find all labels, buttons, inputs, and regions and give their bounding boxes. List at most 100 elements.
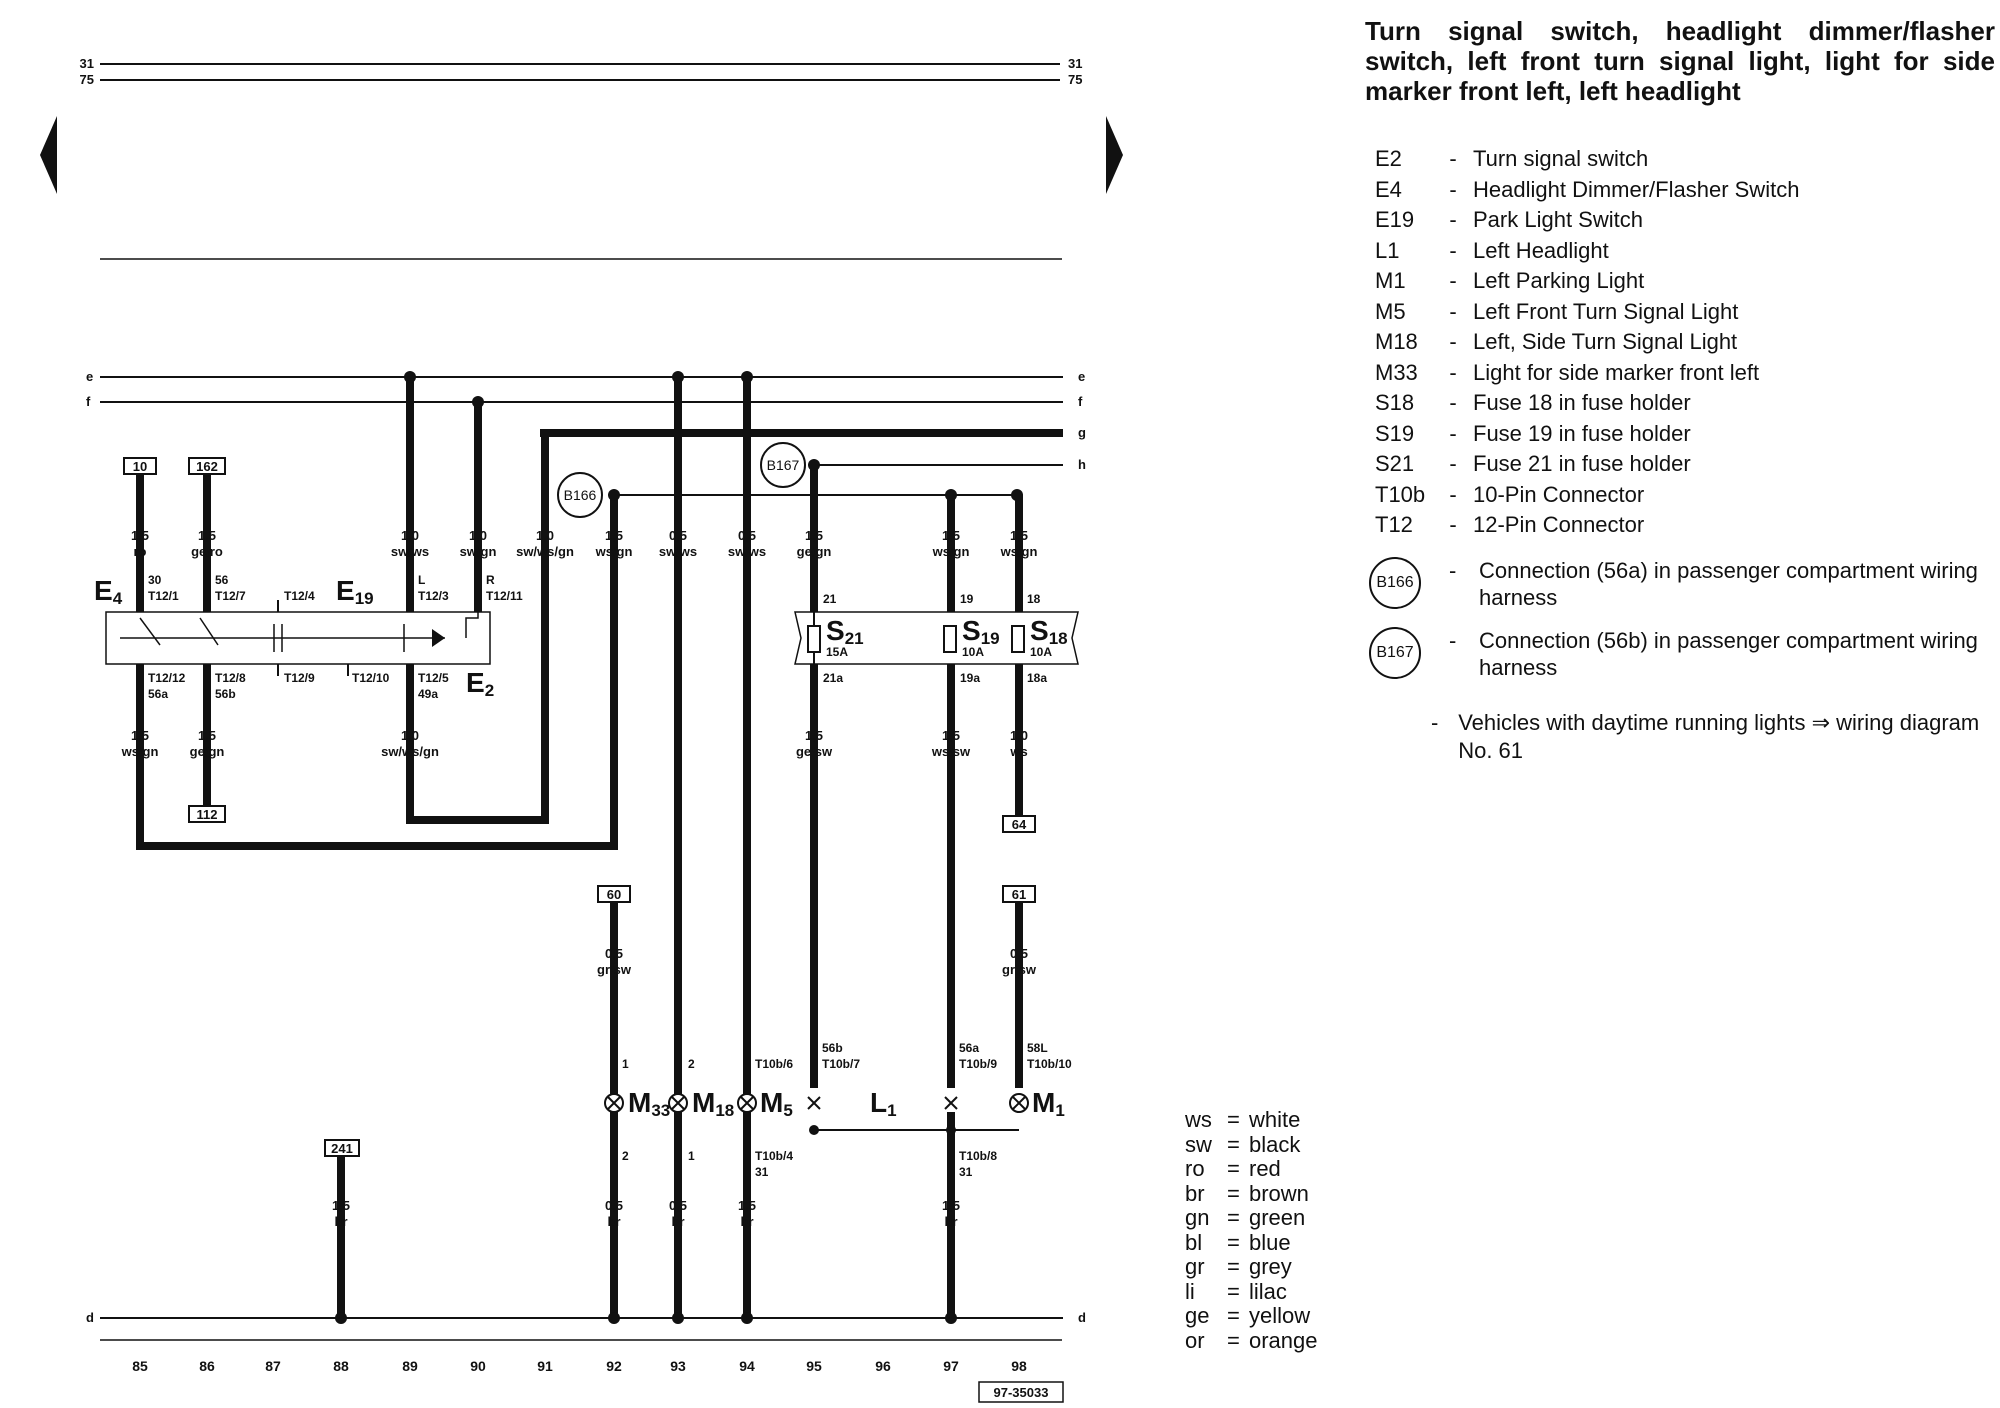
column-numbers: 85 86 87 88 89 90 91 92 93 94 95 96 97 9… [100, 1339, 1062, 1374]
svg-text:T12/4: T12/4 [284, 589, 315, 603]
svg-text:ws/gn: ws/gn [121, 744, 159, 759]
svg-text:31: 31 [755, 1165, 769, 1179]
legend-dash: - [1449, 390, 1457, 415]
svg-text:86: 86 [199, 1358, 215, 1374]
bus-g-label: g [1078, 425, 1086, 440]
svg-text:1,0: 1,0 [536, 528, 554, 543]
svg-text:gr/sw: gr/sw [597, 962, 632, 977]
svg-text:93: 93 [670, 1358, 686, 1374]
legend-row-s21: S21-Fuse 21 in fuse holder [1375, 449, 1995, 480]
ref-64: 64 [1012, 817, 1027, 832]
svg-text:31: 31 [959, 1165, 973, 1179]
svg-text:T12/9: T12/9 [284, 671, 315, 685]
connection-row-b166: B166-Connection (56a) in passenger compa… [1369, 556, 1995, 611]
color-equals: = [1227, 1254, 1240, 1279]
connection-b167: B167 [760, 442, 806, 488]
svg-text:30: 30 [148, 573, 162, 587]
connection-b166: B166 [557, 472, 603, 518]
bus-75-label-left: 75 [80, 72, 94, 87]
color-abbr: li [1185, 1278, 1195, 1304]
svg-text:1,5: 1,5 [198, 528, 216, 543]
label-e19: E19 [336, 575, 374, 608]
legend-desc: Left, Side Turn Signal Light [1473, 329, 1738, 354]
svg-text:L: L [418, 573, 425, 587]
previous-page-arrow[interactable] [40, 116, 57, 194]
bus-75-label-right: 75 [1068, 72, 1082, 87]
bus-31-label-left: 31 [80, 56, 94, 71]
svg-text:1,5: 1,5 [131, 528, 149, 543]
legend-row-m1: M1 -Left Parking Light [1375, 266, 1995, 297]
note-text: Vehicles with daytime running lights ⇒ w… [1458, 709, 1980, 763]
svg-text:sw/ws: sw/ws [659, 544, 697, 559]
ref-112: 112 [197, 807, 218, 822]
svg-text:br: br [945, 1214, 958, 1229]
svg-text:21a: 21a [823, 671, 843, 685]
svg-text:56b: 56b [822, 1041, 843, 1055]
label-m1: M1 [1032, 1087, 1065, 1120]
svg-text:T12/10: T12/10 [352, 671, 390, 685]
color-name: lilac [1249, 1278, 1287, 1304]
legend-row-s19: S19-Fuse 19 in fuse holder [1375, 419, 1995, 450]
junction-dots [335, 371, 1023, 1324]
legend-desc: Fuse 18 in fuse holder [1473, 390, 1691, 415]
svg-text:T12/3: T12/3 [418, 589, 449, 603]
legend-dash: - [1449, 329, 1457, 354]
svg-text:sw/ws: sw/ws [391, 544, 429, 559]
svg-text:T12/7: T12/7 [215, 589, 246, 603]
legend-desc: Fuse 21 in fuse holder [1473, 451, 1691, 476]
next-page-arrow[interactable] [1106, 116, 1123, 194]
legend-code: M1 [1375, 268, 1406, 293]
legend-dash: - [1449, 481, 1457, 507]
legend-row-s18: S18 -Fuse 18 in fuse holder [1375, 388, 1995, 419]
color-equals: = [1227, 1303, 1240, 1328]
legend-dash: - [1449, 451, 1457, 476]
bus-e-label-left: e [86, 369, 93, 384]
ref-61: 61 [1012, 887, 1026, 902]
color-abbr: sw [1185, 1131, 1212, 1157]
svg-text:1,0: 1,0 [401, 528, 419, 543]
svg-text:2: 2 [688, 1057, 695, 1071]
legend-code: E19 [1375, 207, 1415, 232]
legend-desc: Light for side marker front left [1473, 359, 1760, 385]
svg-text:10A: 10A [962, 645, 984, 659]
color-abbr: ge [1185, 1303, 1210, 1328]
legend-desc: Turn signal switch [1473, 146, 1649, 171]
label-l1: L1 [870, 1087, 897, 1120]
svg-text:1,0: 1,0 [401, 728, 419, 743]
svg-text:0,5: 0,5 [1010, 946, 1028, 961]
legend-dash: - [1449, 268, 1457, 293]
color-name: black [1249, 1131, 1301, 1157]
svg-text:ws/gn: ws/gn [932, 544, 970, 559]
svg-text:ge/ro: ge/ro [191, 544, 223, 559]
color-abbr: or [1185, 1327, 1205, 1353]
svg-text:ge/sw: ge/sw [796, 744, 833, 759]
wire-labels: 1,5ro 1,5ge/ro 1,0sw/ws 1,0sw/gn 1,0sw/w… [121, 528, 1038, 1229]
svg-text:ws/gn: ws/gn [1000, 544, 1038, 559]
color-equals: = [1227, 1156, 1240, 1181]
svg-text:92: 92 [606, 1358, 622, 1374]
connection-desc: Connection (56a) in passenger compartmen… [1479, 557, 1978, 610]
legend-code: S18 [1375, 390, 1415, 415]
svg-text:18: 18 [1027, 592, 1041, 606]
switch-assembly [105, 600, 491, 676]
legend-row-l1: L1-Left Headlight [1375, 236, 1995, 267]
svg-text:1,5: 1,5 [1010, 528, 1028, 543]
svg-text:0,5: 0,5 [605, 1198, 623, 1213]
legend-desc: Left Headlight [1473, 237, 1609, 263]
color-abbr: gn [1185, 1205, 1210, 1230]
lamps [604, 1093, 1029, 1113]
svg-text:T12/12: T12/12 [148, 671, 186, 685]
bus-h-label: h [1078, 457, 1086, 472]
ref-10: 10 [133, 459, 147, 474]
top-bus-lines: 31 75 31 75 [80, 56, 1083, 87]
svg-text:58L: 58L [1027, 1041, 1048, 1055]
svg-text:T10b/6: T10b/6 [755, 1057, 793, 1071]
legend-desc: Left Parking Light [1473, 268, 1645, 293]
fuse-holder [794, 611, 1079, 665]
svg-text:88: 88 [333, 1358, 349, 1374]
legend-code: S19 [1375, 420, 1415, 446]
svg-text:br: br [335, 1214, 348, 1229]
